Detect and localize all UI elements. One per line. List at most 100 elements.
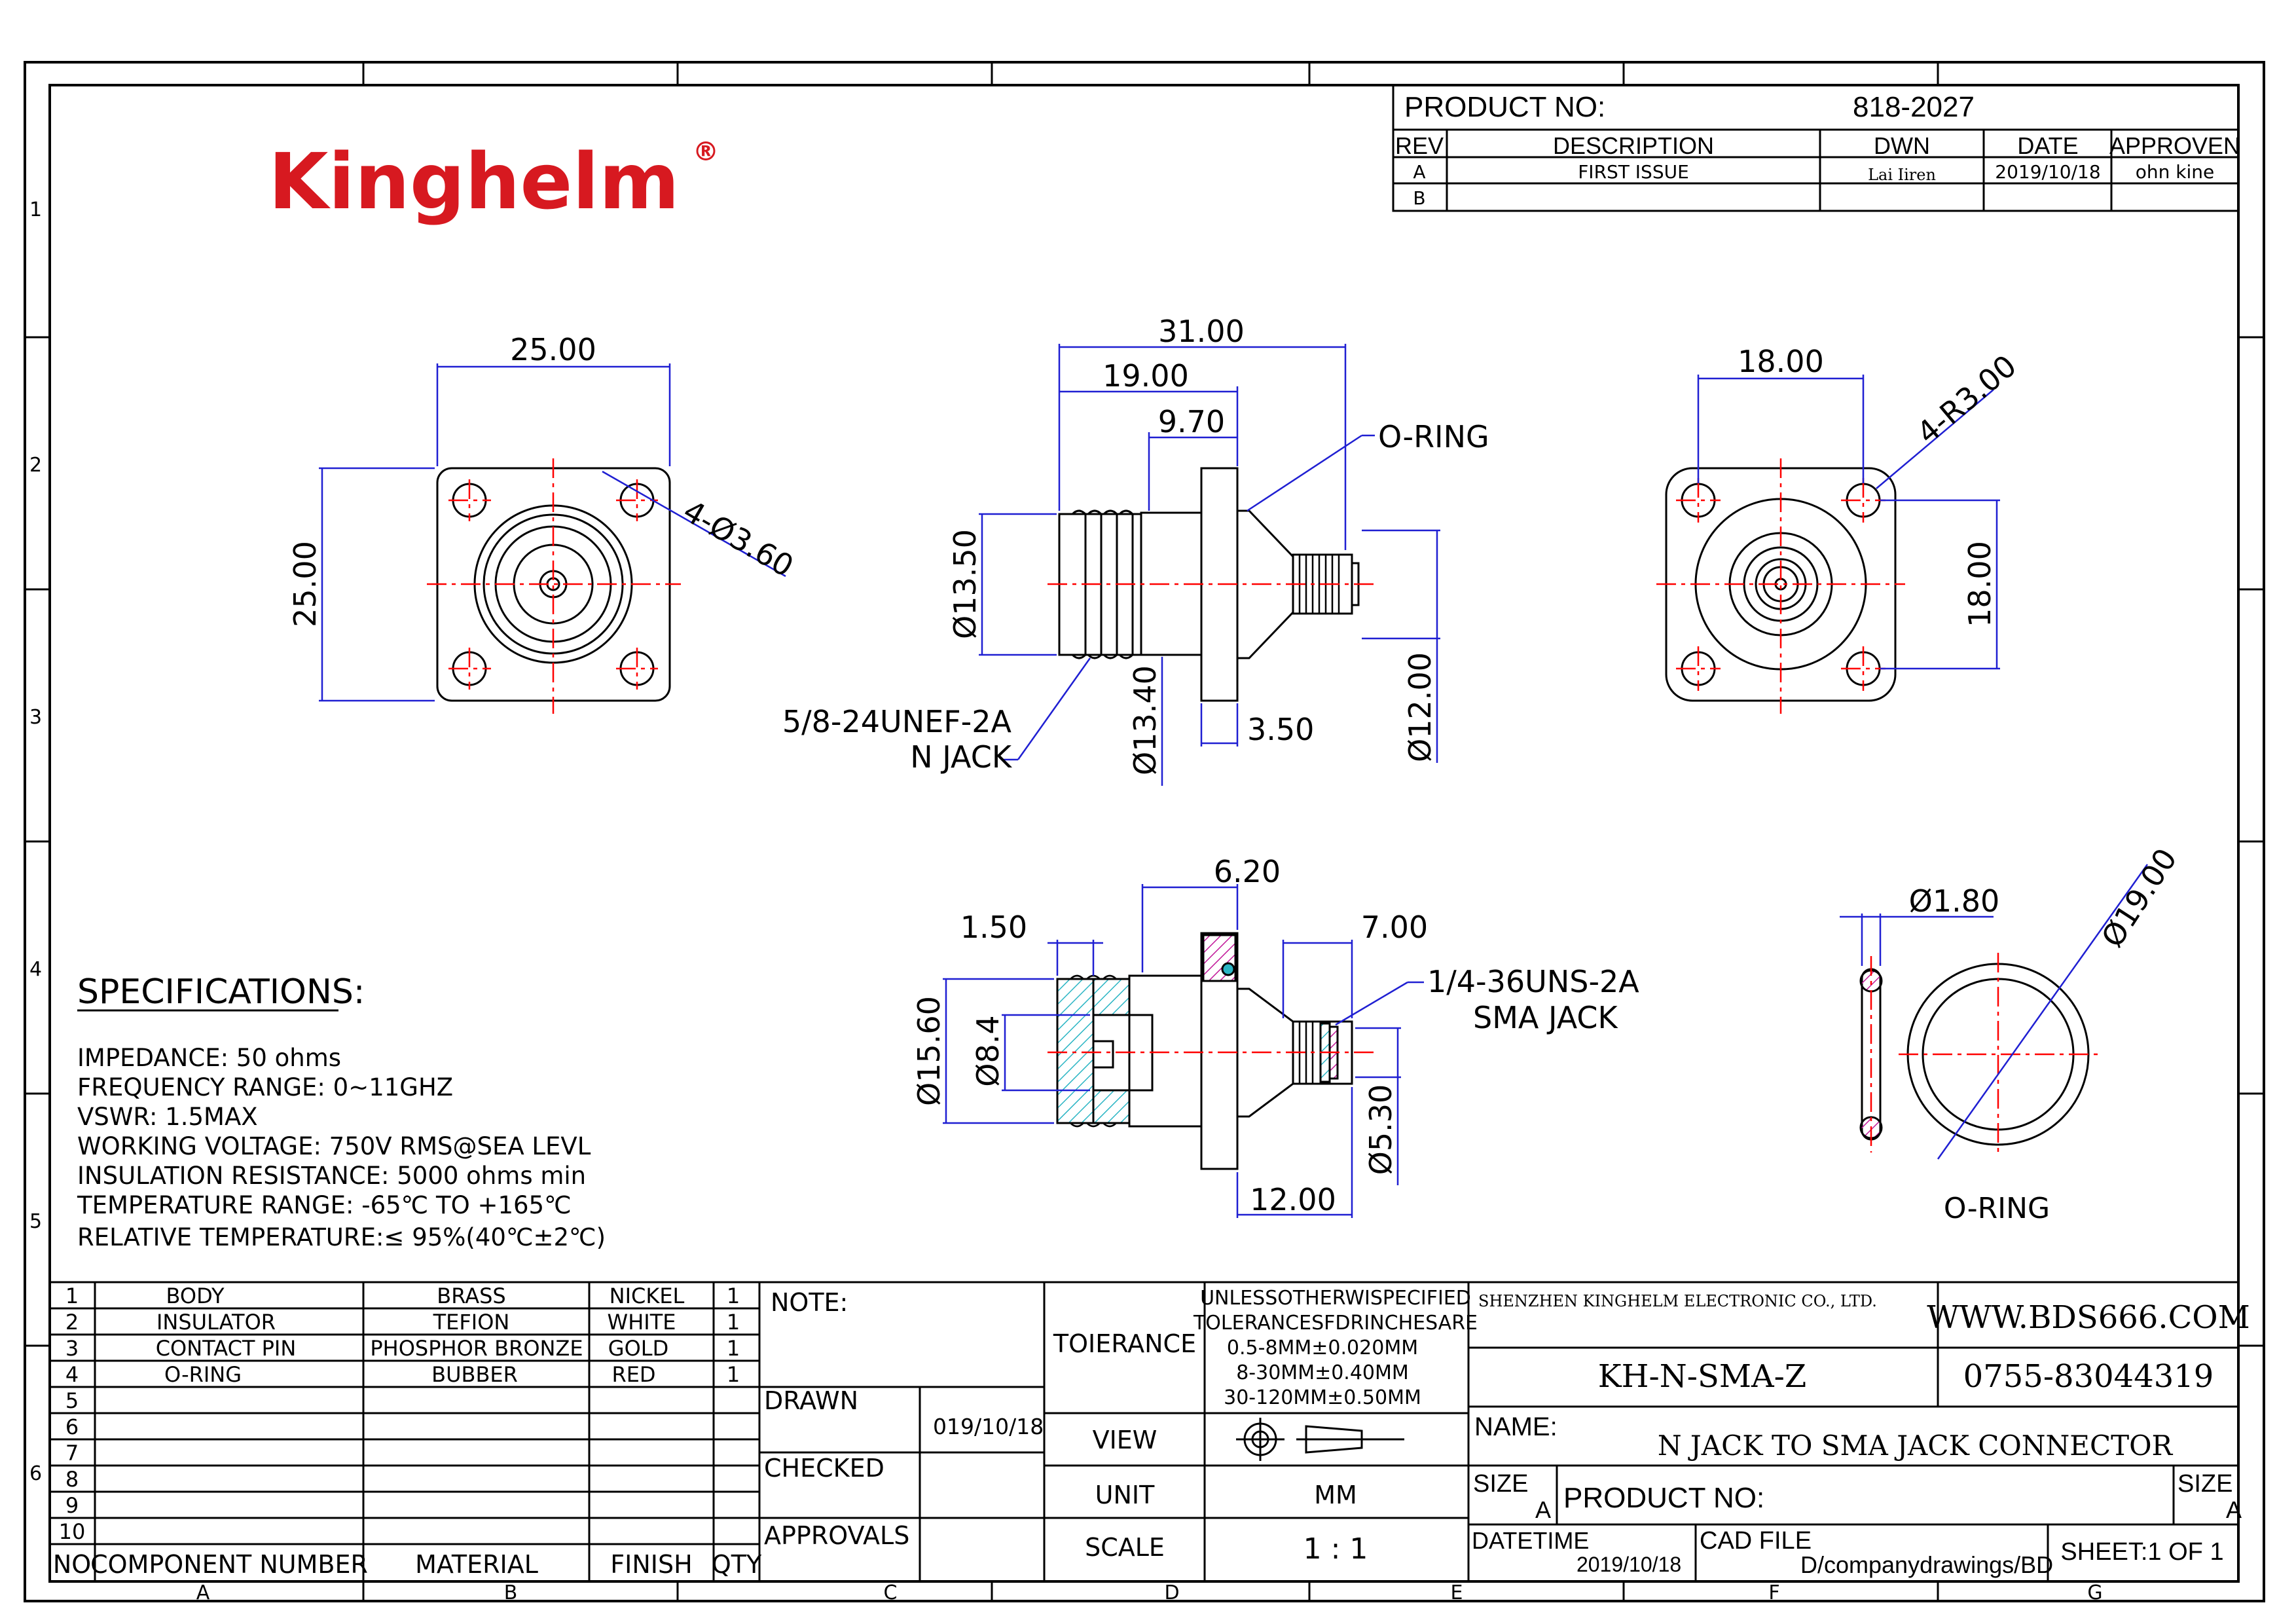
section-view-dims: 6.20 1.50 7.00 Ø15.60 Ø8.4 Ø5.30 12.00 1…	[911, 854, 1639, 1217]
col-letter: B	[504, 1581, 518, 1604]
o-ring-label: O-RING	[1944, 1192, 2050, 1225]
datetime-value: 2019/10/18	[1576, 1553, 1681, 1576]
tolerance-line: UNLESSOTHERWISPECIFIED	[1200, 1287, 1471, 1310]
row-number: 1	[29, 198, 42, 221]
border-col-letters: A B C D E F G	[196, 1581, 2103, 1604]
col-letter: G	[2087, 1581, 2102, 1604]
tolerance-line: 8-30MM±0.40MM	[1236, 1361, 1409, 1384]
dwn-header: DWN	[1874, 132, 1930, 159]
approval-block: NOTE: DRAWN 019/10/18 CHECKED APPROVALS	[764, 1288, 1044, 1550]
bom-no: 6	[65, 1414, 79, 1439]
part-number: KH-N-SMA-Z	[1598, 1358, 1806, 1395]
dim-oring-dia1900: Ø19.00	[2094, 842, 2184, 953]
bom-finish: RED	[611, 1362, 655, 1387]
product-no-label-2: PRODUCT NO:	[1563, 1482, 1764, 1514]
dim-sec-dia1560: Ø15.60	[911, 996, 947, 1106]
product-no-value: 818-2027	[1853, 91, 1975, 123]
front-view: 25.00 25.00 4-Ø3.60	[287, 332, 799, 714]
description-cell: FIRST ISSUE	[1578, 161, 1689, 183]
bom-component: BODY	[166, 1283, 224, 1308]
dwn-cell: Lai Iiren	[1868, 166, 1936, 184]
bom-header-material: MATERIAL	[415, 1550, 538, 1579]
bom-component: O-RING	[164, 1362, 242, 1387]
bom-qty: 1	[727, 1310, 740, 1335]
bom-finish: GOLD	[608, 1336, 668, 1361]
bom-table: 1 BODY BRASS NICKEL 1 2 INSULATOR TEFION…	[53, 1283, 762, 1579]
side-view	[979, 344, 1440, 786]
bom-no: 9	[65, 1493, 79, 1518]
col-letter: F	[1768, 1581, 1779, 1604]
drawn-date: 019/10/18	[933, 1414, 1044, 1439]
dim-oring-dia180: Ø1.80	[1909, 883, 2000, 919]
sheet-number: SHEET:1 OF 1	[2060, 1538, 2223, 1566]
bom-no: 10	[59, 1519, 86, 1544]
tolerance-line: TOLERANCESFDRINCHESARE	[1193, 1312, 1478, 1335]
dim-front-height: 25.00	[287, 541, 323, 627]
company-name: SHENZHEN KINGHELM ELECTRONIC CO., LTD.	[1478, 1292, 1877, 1310]
col-letter: A	[196, 1581, 210, 1604]
dim-side-overall: 31.00	[1158, 314, 1245, 349]
dim-rear-width: 18.00	[1738, 344, 1824, 379]
bom-material: PHOSPHOR BRONZE	[370, 1336, 583, 1361]
tolerance-line: 0.5-8MM±0.020MM	[1227, 1337, 1418, 1359]
dim-sec-dia530: Ø5.30	[1363, 1084, 1398, 1175]
spec-line: FREQUENCY RANGE: 0~11GHZ	[77, 1073, 453, 1101]
website: WWW.BDS666.COM	[1927, 1299, 2250, 1336]
cad-label: CAD FILE	[1700, 1527, 1812, 1555]
dim-side-dia1350: Ø13.50	[947, 529, 983, 639]
spec-line: INSULATION RESISTANCE: 5000 ohms min	[77, 1162, 586, 1190]
rev-header: REV	[1395, 132, 1444, 159]
kinghelm-logo: Kinghelm ®	[268, 136, 719, 227]
bom-header-no: NO	[53, 1550, 91, 1579]
side-view-dims: 31.00 19.00 9.70 Ø13.50 Ø13.40 3.50 Ø12.…	[782, 314, 1489, 775]
spec-line: RELATIVE TEMPERATURE:≤ 95%(40℃±2℃)	[77, 1223, 606, 1251]
name-value: N JACK TO SMA JACK CONNECTOR	[1658, 1430, 2174, 1462]
revision-block: PRODUCT NO: 818-2027 REV DESCRIPTION DWN…	[1392, 84, 2240, 212]
bom-material: BRASS	[437, 1283, 505, 1308]
bom-component: INSULATOR	[156, 1310, 276, 1335]
date-cell: 2019/10/18	[1995, 161, 2100, 183]
specifications: SPECIFICATIONS: IMPEDANCE: 50 ohms FREQU…	[77, 972, 606, 1251]
col-letter: C	[884, 1581, 898, 1604]
rear-view	[1656, 375, 2000, 714]
dim-side-dia1340: Ø13.40	[1127, 665, 1163, 775]
bom-qty: 1	[727, 1283, 740, 1308]
dim-sec-dia84: Ø8.4	[970, 1015, 1006, 1086]
scale-label: SCALE	[1085, 1533, 1165, 1562]
row-number: 3	[29, 706, 42, 729]
title-block-grid	[50, 1281, 2238, 1581]
dim-sec-150: 1.50	[960, 910, 1027, 945]
dim-sec-1200: 12.00	[1250, 1182, 1336, 1217]
datetime-label: DATETIME	[1472, 1527, 1589, 1554]
spec-line: WORKING VOLTAGE: 750V RMS@SEA LEVL	[77, 1132, 591, 1160]
spec-line: TEMPERATURE RANGE: -65℃ TO +165℃	[77, 1191, 572, 1219]
bom-finish: WHITE	[608, 1310, 676, 1335]
size-value: A	[1535, 1496, 1551, 1523]
bom-no: 8	[65, 1467, 79, 1492]
bom-no: 1	[65, 1283, 79, 1308]
bom-no: 4	[65, 1362, 79, 1387]
company-block: SHENZHEN KINGHELM ELECTRONIC CO., LTD. W…	[1472, 1292, 2250, 1578]
section-view	[943, 884, 1424, 1218]
bom-no: 3	[65, 1336, 79, 1361]
bom-finish: NICKEL	[610, 1283, 685, 1308]
col-letter: E	[1451, 1581, 1463, 1604]
scale-value: 1 : 1	[1303, 1532, 1368, 1566]
description-header: DESCRIPTION	[1553, 132, 1714, 159]
date-header: DATE	[2017, 132, 2078, 159]
size2-label: SIZE	[2178, 1470, 2232, 1498]
rev-cell: A	[1413, 161, 1425, 183]
o-ring-dims: Ø1.80 Ø19.00 O-RING	[1909, 842, 2184, 1225]
thread-sma-line1: 1/4-36UNS-2A	[1427, 964, 1639, 999]
bom-header-component: COMPONENT NUMBER	[90, 1550, 368, 1579]
bom-no: 7	[65, 1441, 79, 1466]
col-letter: D	[1164, 1581, 1179, 1604]
dim-front-holes: 4-Ø3.60	[678, 493, 800, 584]
unit-value: MM	[1314, 1481, 1357, 1509]
spec-line: IMPEDANCE: 50 ohms	[77, 1044, 341, 1072]
approvals-label: APPROVALS	[764, 1521, 909, 1550]
dim-sec-620: 6.20	[1214, 854, 1281, 889]
bom-material: TEFION	[433, 1310, 510, 1335]
row-number: 2	[29, 454, 42, 477]
